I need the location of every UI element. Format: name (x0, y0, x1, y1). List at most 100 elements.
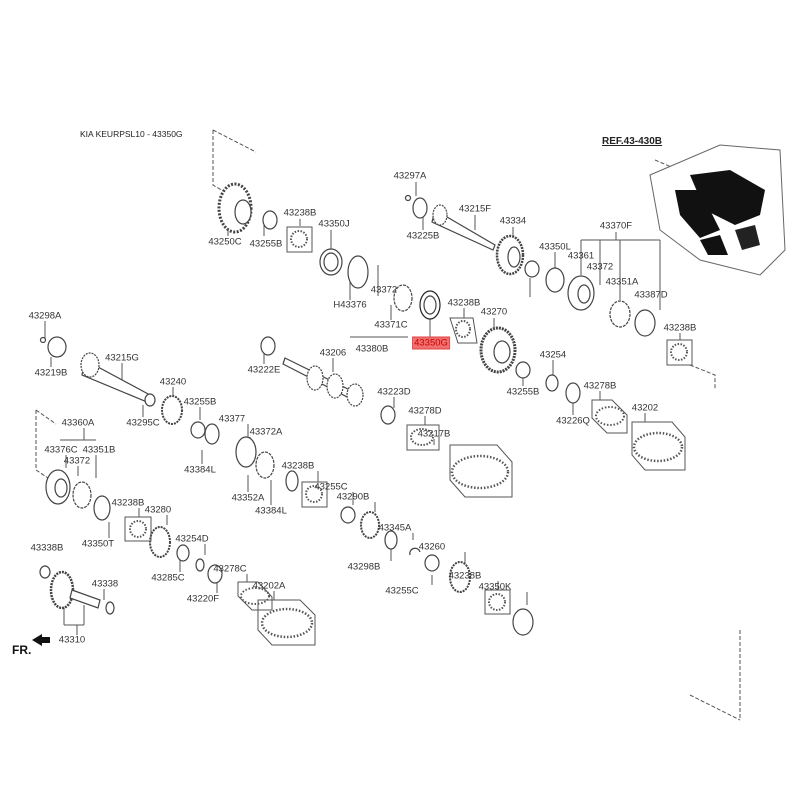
needle-bearing[interactable] (190, 421, 206, 439)
part-label[interactable]: 43240 (159, 376, 187, 388)
part-label[interactable]: 43290B (336, 491, 370, 503)
clip-43345a[interactable] (409, 547, 421, 556)
part-label[interactable]: 43238B (448, 570, 482, 582)
ring-43350g[interactable] (419, 290, 441, 320)
needle-bearing[interactable] (176, 544, 190, 562)
part-label[interactable]: 43372 (586, 261, 614, 273)
part-label[interactable]: 43255B (183, 396, 217, 408)
washer-43254d[interactable] (195, 558, 205, 572)
part-label[interactable]: 43238B (283, 207, 317, 219)
bearing-43220f[interactable] (207, 564, 223, 584)
part-label[interactable]: H43376 (333, 299, 367, 311)
spring-box[interactable] (449, 317, 478, 344)
part-label[interactable]: 43223D (377, 386, 411, 398)
part-label[interactable]: 43285C (151, 572, 185, 584)
part-label[interactable]: 43238B (281, 460, 315, 472)
part-label[interactable]: 43380B (355, 343, 389, 355)
part-label[interactable]: 43215F (458, 203, 492, 215)
part-label[interactable]: 43387D (634, 289, 668, 301)
spring-box[interactable] (666, 339, 693, 366)
part-label[interactable]: 43377 (218, 413, 246, 425)
part-label[interactable]: 43334 (499, 215, 527, 227)
transmission-housing-thumbnail[interactable] (649, 144, 786, 276)
needle-bearing[interactable] (424, 554, 440, 572)
part-label[interactable]: 43350J (318, 218, 350, 230)
spring-box[interactable] (124, 516, 152, 542)
part-label[interactable]: 43338 (91, 578, 119, 590)
part-label[interactable]: 43297A (393, 170, 427, 182)
needle-bearing[interactable] (515, 361, 531, 379)
spring-box[interactable] (301, 481, 328, 508)
part-label[interactable]: 43270 (480, 306, 508, 318)
hub-43352a[interactable] (255, 451, 275, 479)
part-label[interactable]: 43206 (319, 347, 347, 359)
part-label[interactable]: 43250C (208, 236, 242, 248)
ring-43350j[interactable] (319, 248, 343, 276)
gear-43334[interactable] (495, 234, 525, 276)
part-label[interactable]: 43352A (231, 492, 265, 504)
part-label[interactable]: 43298B (347, 561, 381, 573)
part-label[interactable]: 43372A (249, 426, 283, 438)
bearing-43225b[interactable] (404, 194, 428, 219)
spring-box[interactable] (286, 226, 313, 253)
ring-43384l[interactable] (285, 470, 299, 492)
hub-43351a[interactable] (609, 300, 631, 328)
spring-box[interactable] (406, 424, 440, 451)
synchro-43377[interactable] (235, 436, 257, 468)
part-label[interactable]: 43338B (30, 542, 64, 554)
snap-ring-43387d[interactable] (634, 309, 656, 337)
needle-bearing[interactable] (524, 260, 540, 278)
bearing-43222e[interactable] (260, 336, 276, 356)
part-label[interactable]: 43238B (111, 497, 145, 509)
part-label[interactable]: 43278D (408, 405, 442, 417)
part-label[interactable]: 43254D (175, 533, 209, 545)
gear-43280[interactable] (149, 526, 171, 558)
part-label[interactable]: 43254 (539, 349, 567, 361)
sleeve-43376c[interactable] (45, 469, 71, 505)
part-label[interactable]: 43350L (539, 241, 571, 253)
spring-box[interactable] (484, 589, 511, 615)
part-label[interactable]: 43372 (370, 284, 398, 296)
part-label[interactable]: 43376C (44, 444, 78, 456)
part-label[interactable]: 43222E (247, 364, 281, 376)
part-label[interactable]: 43226Q (556, 415, 590, 427)
part-label[interactable]: 43278C (213, 563, 247, 575)
part-label[interactable]: 43298A (28, 310, 62, 322)
part-label[interactable]: 43215G (105, 352, 139, 364)
part-label[interactable]: 43384L (184, 464, 216, 476)
part-label[interactable]: 43255C (385, 585, 419, 597)
part-label[interactable]: 43371C (374, 319, 408, 331)
ring-43350l[interactable] (545, 267, 565, 293)
part-label[interactable]: 43295C (126, 417, 160, 429)
plate-43350k[interactable] (512, 608, 534, 636)
clutch-pack-43278b[interactable] (591, 399, 628, 434)
part-label[interactable]: 43384L (255, 505, 287, 517)
part-label[interactable]: 43225B (406, 230, 440, 242)
highlighted-part-label[interactable]: 43350G (412, 336, 450, 350)
reference-link[interactable]: REF.43-430B (602, 136, 663, 147)
sleeve-43361[interactable] (567, 275, 595, 311)
part-label[interactable]: 43310 (58, 634, 86, 646)
part-label[interactable]: 43361 (567, 250, 595, 262)
part-label[interactable]: 43350T (81, 538, 115, 550)
part-label[interactable]: 43360A (61, 417, 95, 429)
part-label[interactable]: 43238B (663, 322, 697, 334)
part-label[interactable]: 43219B (34, 367, 68, 379)
part-label[interactable]: 43278B (583, 380, 617, 392)
part-label[interactable]: 43350K (478, 581, 512, 593)
gear-43290b[interactable] (360, 511, 380, 539)
ring-43384l[interactable] (204, 423, 220, 445)
needle-bearing[interactable] (262, 210, 278, 230)
part-label[interactable]: 43238B (447, 297, 481, 309)
snap-ring-43298b[interactable] (384, 530, 398, 550)
gear-43270[interactable] (479, 326, 517, 374)
hub-43371c[interactable] (393, 284, 413, 312)
washer-43338[interactable] (105, 601, 115, 615)
part-label[interactable]: 43255B (249, 238, 283, 250)
part-label[interactable]: 43217B (417, 428, 451, 440)
part-label[interactable]: 43255B (506, 386, 540, 398)
clutch-pack-43202[interactable] (631, 421, 686, 471)
part-label[interactable]: 43280 (144, 504, 172, 516)
part-label[interactable]: 43220F (186, 593, 220, 605)
clutch-pack-43278c[interactable] (237, 581, 273, 611)
